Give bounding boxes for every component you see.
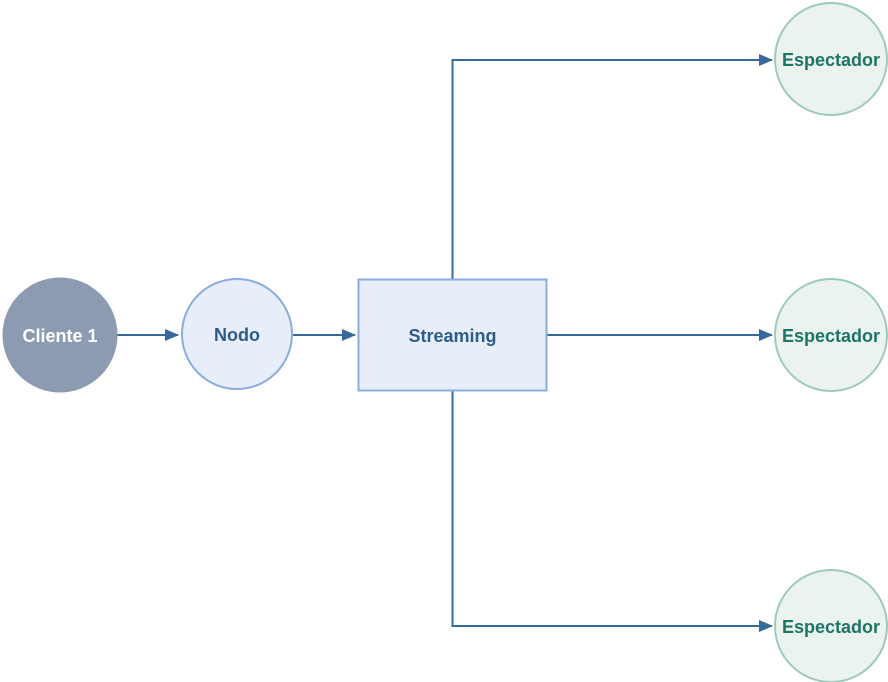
node-nodo: Nodo [181,278,293,390]
nodo-label: Nodo [214,325,260,345]
espectador-middle-circle [774,278,888,392]
edge-streaming-to-espectador-bottom [451,391,773,632]
node-streaming: Streaming [357,278,548,392]
node-cliente: Cliente 1 [2,277,118,393]
streaming-rect [357,278,548,392]
cliente-circle [2,277,118,393]
espectador-bottom-circle [774,569,888,682]
espectador-top-circle [774,2,888,116]
node-espectador-bottom: Espectador [774,569,888,682]
edge-streaming-to-espectador-top [451,54,773,279]
espectador-bottom-label: Espectador [782,617,880,637]
node-espectador-middle: Espectador [774,278,888,392]
nodo-circle [181,278,293,390]
cliente-label: Cliente 1 [22,326,97,346]
espectador-top-label: Espectador [782,50,880,70]
node-espectador-top: Espectador [774,2,888,116]
espectador-middle-label: Espectador [782,326,880,346]
streaming-label: Streaming [408,326,496,346]
